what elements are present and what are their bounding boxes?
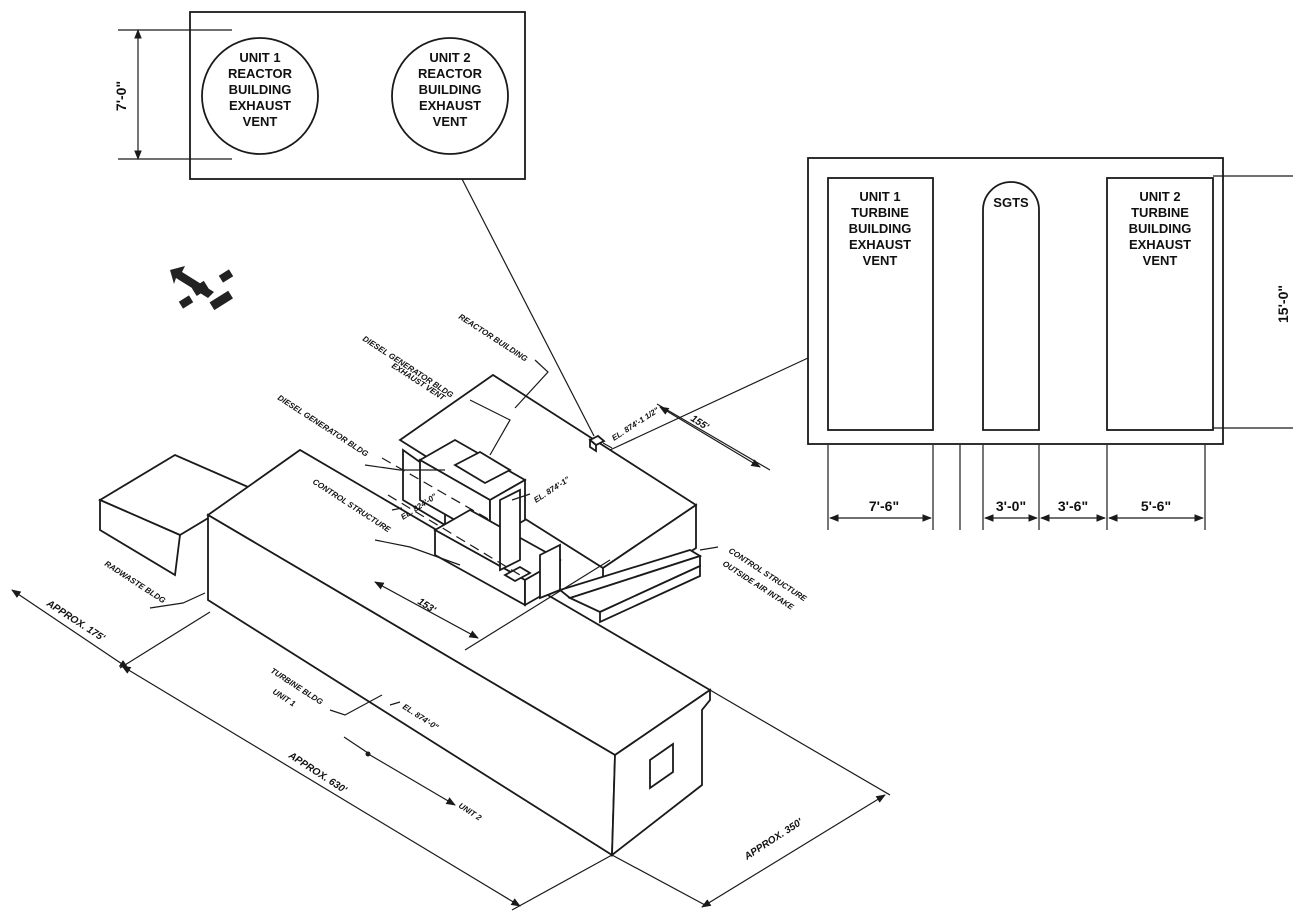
svg-text:7'-6": 7'-6" (869, 498, 899, 514)
approx-630-label: APPROX. 630' (286, 750, 349, 797)
svg-text:VENT: VENT (433, 114, 468, 129)
svg-text:UNIT 2: UNIT 2 (429, 50, 470, 65)
isometric-model: REACTOR BUILDING DIESEL GENERATOR BLDG E… (11, 312, 891, 911)
svg-text:EXHAUST: EXHAUST (849, 237, 911, 252)
reactor-building-label: REACTOR BUILDING (457, 312, 529, 363)
unit1-turbine-vent-label: UNIT 1 TURBINE BUILDING EXHAUST VENT (849, 189, 912, 268)
reactor-vent-inset: 7'-0" UNIT 1 REACTOR BUILDING EXHAUST VE… (113, 11, 595, 437)
svg-text:EXHAUST: EXHAUST (1129, 237, 1191, 252)
svg-text:EXHAUST: EXHAUST (419, 98, 481, 113)
svg-text:BUILDING: BUILDING (229, 82, 292, 97)
svg-text:3'-6": 3'-6" (1058, 498, 1088, 514)
svg-text:5'-6": 5'-6" (1141, 498, 1171, 514)
sgts-vent-label: SGTS (993, 195, 1029, 210)
svg-text:VENT: VENT (863, 253, 898, 268)
north-arrow-icon (170, 266, 234, 311)
reactor-vent-diameter-dim: 7'-0" (113, 81, 129, 111)
svg-text:TURBINE: TURBINE (1131, 205, 1189, 220)
svg-text:BUILDING: BUILDING (419, 82, 482, 97)
svg-text:UNIT 1: UNIT 1 (239, 50, 280, 65)
svg-text:TURBINE: TURBINE (851, 205, 909, 220)
svg-text:VENT: VENT (1143, 253, 1178, 268)
dg-bldg-label: DIESEL GENERATOR BLDG (276, 393, 370, 458)
svg-text:REACTOR: REACTOR (418, 66, 483, 81)
approx-175-label: APPROX. 175' (44, 598, 107, 645)
unit1-reactor-vent-label: UNIT 1 REACTOR BUILDING EXHAUST VENT (228, 50, 293, 129)
turbine-vent-inset: 15'-0" UNIT 1 TURBINE BUILDING EXHAUST V… (609, 157, 1293, 530)
radwaste-bldg-label: RADWASTE BLDG (103, 559, 167, 605)
svg-text:UNIT 2: UNIT 2 (1139, 189, 1180, 204)
vent-elevation-label: EL. 874'-1 1/2" (610, 406, 661, 443)
turbine-vent-height-dim: 15'-0" (1275, 285, 1291, 323)
svg-text:BUILDING: BUILDING (849, 221, 912, 236)
svg-text:BUILDING: BUILDING (1129, 221, 1192, 236)
svg-text:EXHAUST: EXHAUST (229, 98, 291, 113)
approx-350-label: APPROX. 350' (742, 817, 805, 864)
unit2-turbine-vent-label: UNIT 2 TURBINE BUILDING EXHAUST VENT (1129, 189, 1192, 268)
unit-2-label: UNIT 2 (457, 801, 484, 823)
unit-1-label: UNIT 1 (271, 687, 298, 709)
svg-text:VENT: VENT (243, 114, 278, 129)
svg-text:UNIT 1: UNIT 1 (859, 189, 900, 204)
dg-exhaust-vent-label-1: DIESEL GENERATOR BLDG (361, 334, 455, 399)
unit2-reactor-vent-label: UNIT 2 REACTOR BUILDING EXHAUST VENT (418, 50, 483, 129)
svg-text:REACTOR: REACTOR (228, 66, 293, 81)
vent-width-dimensions: 7'-6" 3'-0" 3'-6" 5'-6" (827, 445, 1206, 530)
svg-text:3'-0": 3'-0" (996, 498, 1026, 514)
